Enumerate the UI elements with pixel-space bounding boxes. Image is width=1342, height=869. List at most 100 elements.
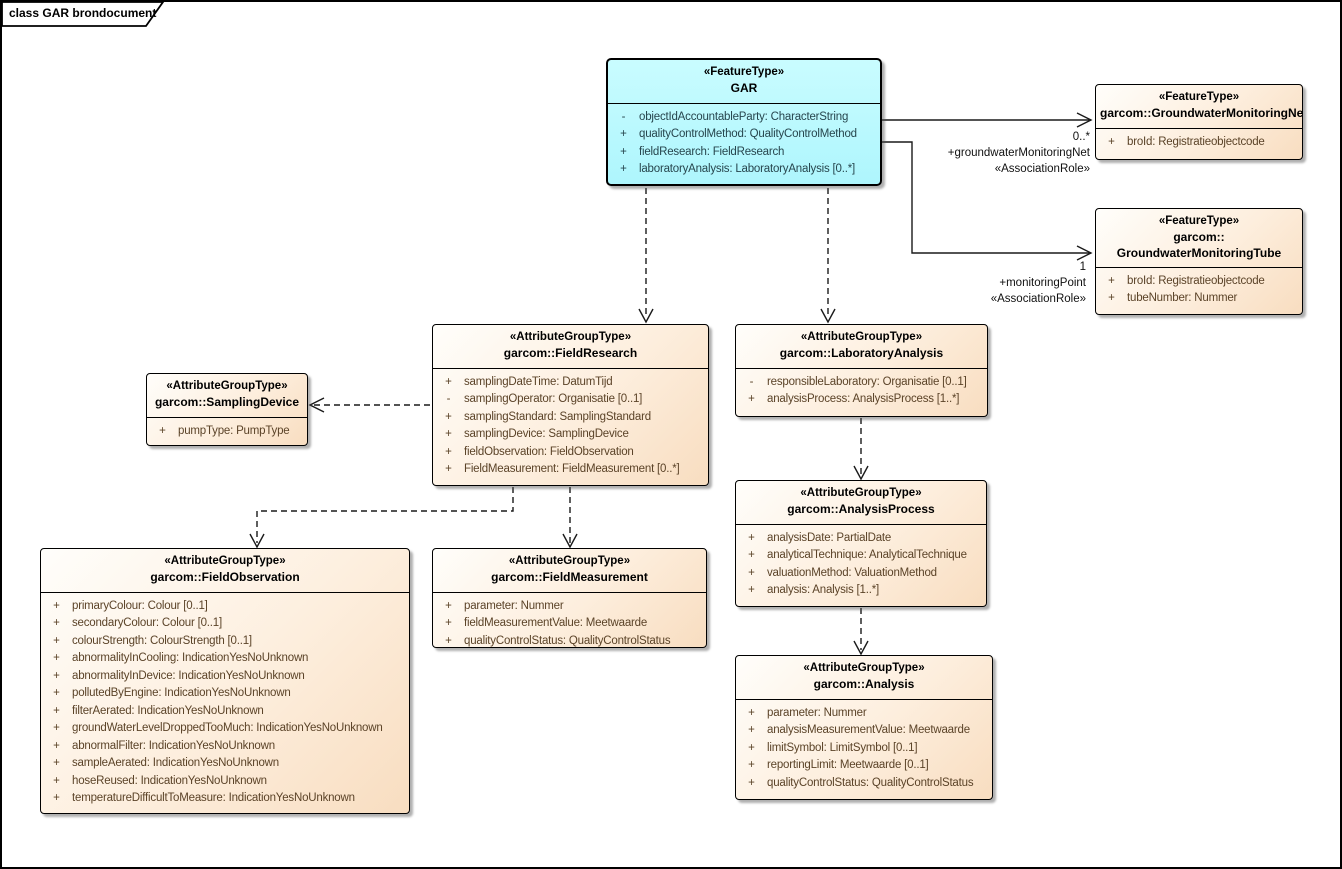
class-name: garcom::SamplingDevice bbox=[154, 395, 300, 409]
attribute-row[interactable]: +hoseReused: IndicationYesNoUnknown bbox=[41, 772, 409, 790]
class-name: garcom::FieldMeasurement bbox=[491, 570, 648, 584]
visibility-symbol: + bbox=[53, 634, 60, 647]
attribute-text: samplingOperator: Organisatie [0..1] bbox=[464, 393, 643, 406]
connector-analysisprocess-analysis[interactable] bbox=[853, 608, 869, 656]
attribute-row[interactable]: + primaryColour: Colour [0..1] bbox=[41, 597, 409, 615]
class-groundwatermonitoringnet[interactable]: «FeatureType» garcom::GroundwaterMonitor… bbox=[1095, 84, 1303, 160]
attribute-text: primaryColour: Colour [0..1] bbox=[72, 599, 208, 612]
visibility-symbol: + bbox=[445, 617, 452, 630]
attribute-text: hoseReused: IndicationYesNoUnknown bbox=[72, 774, 267, 787]
visibility-symbol: + bbox=[748, 549, 755, 562]
attribute-text: temperatureDifficultToMeasure: Indicatio… bbox=[72, 792, 355, 805]
class-groundwatermonitoringtube[interactable]: «FeatureType» garcom:: GroundwaterMonito… bbox=[1095, 208, 1303, 315]
class-fieldresearch[interactable]: «AttributeGroupType» garcom::FieldResear… bbox=[432, 324, 709, 486]
attribute-text: samplingDateTime: DatumTijd bbox=[464, 375, 613, 388]
class-header: «AttributeGroupType» garcom::Analysis bbox=[736, 656, 992, 700]
connector-gar-fieldresearch[interactable] bbox=[638, 188, 654, 324]
connector-gar-groundwatermonitoringnet[interactable] bbox=[882, 112, 1093, 128]
attribute-row[interactable]: +qualityControlStatus: QualityControlSta… bbox=[736, 774, 992, 792]
visibility-symbol: + bbox=[53, 652, 60, 665]
connector-fieldresearch-fieldobservation[interactable] bbox=[249, 487, 514, 549]
stereotype: «AttributeGroupType» bbox=[800, 487, 922, 499]
attribute-row[interactable]: +groundWaterLevelDroppedTooMuch: Indicat… bbox=[41, 720, 409, 738]
attribute-row[interactable]: +limitSymbol: LimitSymbol [0..1] bbox=[736, 739, 992, 757]
attributes-compartment: +samplingDateTime: DatumTijd-samplingOpe… bbox=[433, 369, 708, 478]
class-name: garcom::FieldObservation bbox=[150, 570, 300, 584]
class-header: «FeatureType» garcom::GroundwaterMonitor… bbox=[1096, 85, 1302, 129]
attribute-row[interactable]: +qualityControlMethod: QualityControlMet… bbox=[608, 126, 880, 144]
attribute-row[interactable]: +analyticalTechnique: AnalyticalTechniqu… bbox=[736, 547, 986, 565]
attribute-row[interactable]: +tubeNumber: Nummer bbox=[1096, 290, 1302, 308]
class-header: «FeatureType» GAR bbox=[608, 60, 880, 104]
attribute-row[interactable]: +temperatureDifficultToMeasure: Indicati… bbox=[41, 790, 409, 808]
class-header: «AttributeGroupType» garcom::SamplingDev… bbox=[147, 374, 307, 418]
stereotype: «AttributeGroupType» bbox=[803, 662, 925, 674]
attribute-row[interactable]: +broId: Registratieobjectcode bbox=[1096, 133, 1302, 151]
role-name: +groundwaterMonitoringNet bbox=[947, 147, 1090, 159]
class-analysis[interactable]: «AttributeGroupType» garcom::Analysis + p… bbox=[735, 655, 993, 800]
attribute-row[interactable]: +pumpType: PumpType bbox=[147, 422, 307, 440]
attribute-row[interactable]: +samplingStandard: SamplingStandard bbox=[433, 408, 708, 426]
attribute-text: fieldObservation: FieldObservation bbox=[464, 445, 634, 458]
attribute-text: parameter: Nummer bbox=[767, 706, 867, 719]
attribute-row[interactable]: +abnormalityInCooling: IndicationYesNoUn… bbox=[41, 650, 409, 668]
class-header: «AttributeGroupType» garcom::AnalysisPro… bbox=[736, 481, 986, 525]
attribute-row[interactable]: +fieldResearch: FieldResearch bbox=[608, 143, 880, 161]
connector-fieldresearch-samplingdevice[interactable] bbox=[308, 397, 430, 413]
attribute-row[interactable]: +sampleAerated: IndicationYesNoUnknown bbox=[41, 755, 409, 773]
attribute-row[interactable]: + analysisMeasurementValue: Meetwaarde bbox=[736, 722, 992, 740]
attribute-row[interactable]: +analysis: Analysis [1..*] bbox=[736, 582, 986, 600]
attribute-row[interactable]: + colourStrength: ColourStrength [0..1] bbox=[41, 632, 409, 650]
attribute-row[interactable]: +reportingLimit: Meetwaarde [0..1] bbox=[736, 757, 992, 775]
attribute-row[interactable]: +parameter: Nummer bbox=[433, 597, 706, 615]
attribute-row[interactable]: +filterAerated: IndicationYesNoUnknown bbox=[41, 702, 409, 720]
visibility-symbol: + bbox=[1108, 292, 1115, 305]
attribute-row[interactable]: +pollutedByEngine: IndicationYesNoUnknow… bbox=[41, 685, 409, 703]
class-name: garcom::Analysis bbox=[813, 677, 915, 691]
attribute-row[interactable]: +valuationMethod: ValuationMethod bbox=[736, 564, 986, 582]
attribute-text: abnormalFilter: IndicationYesNoUnknown bbox=[72, 739, 275, 752]
visibility-symbol: + bbox=[53, 704, 60, 717]
attribute-row[interactable]: +analysisDate: PartialDate bbox=[736, 529, 986, 547]
attribute-text: colourStrength: ColourStrength [0..1] bbox=[72, 634, 252, 647]
attributes-compartment: +broId: Registratieobjectcode+tubeNumber… bbox=[1096, 268, 1302, 307]
class-name: GAR bbox=[730, 81, 758, 95]
attribute-row[interactable]: + parameter: Nummer bbox=[736, 704, 992, 722]
visibility-symbol: + bbox=[748, 776, 755, 789]
stereotype: «AttributeGroupType» bbox=[508, 555, 631, 567]
class-fieldobservation[interactable]: «AttributeGroupType» garcom::FieldObserv… bbox=[40, 548, 410, 814]
connector-laboratoryanalysis-analysisprocess[interactable] bbox=[853, 418, 869, 481]
connector-fieldresearch-fieldmeasurement[interactable] bbox=[562, 487, 578, 549]
attribute-row[interactable]: +FieldMeasurement: FieldMeasurement [0..… bbox=[433, 461, 708, 479]
attribute-row[interactable]: +qualityControlStatus: QualityControlSta… bbox=[433, 632, 706, 647]
attribute-row[interactable]: -objectIdAccountableParty: CharacterStri… bbox=[608, 108, 880, 126]
visibility-symbol: + bbox=[53, 599, 60, 612]
class-laboratoryanalysis[interactable]: «AttributeGroupType» garcom::LaboratoryA… bbox=[735, 324, 988, 417]
connector-gar-laboratoryanalysis[interactable] bbox=[820, 188, 836, 324]
attribute-row[interactable]: +samplingDevice: SamplingDevice bbox=[433, 426, 708, 444]
attribute-row[interactable]: +broId: Registratieobjectcode bbox=[1096, 272, 1302, 290]
attribute-row[interactable]: -responsibleLaboratory: Organisatie [0..… bbox=[736, 373, 987, 391]
visibility-symbol: + bbox=[748, 706, 755, 719]
attribute-row[interactable]: +laboratoryAnalysis: LaboratoryAnalysis … bbox=[608, 161, 880, 179]
visibility-symbol: + bbox=[445, 445, 452, 458]
class-samplingdevice[interactable]: «AttributeGroupType» garcom::SamplingDev… bbox=[146, 373, 308, 446]
class-fieldmeasurement[interactable]: «AttributeGroupType» garcom::FieldMeasur… bbox=[432, 548, 707, 648]
attribute-row[interactable]: +secondaryColour: Colour [0..1] bbox=[41, 615, 409, 633]
visibility-symbol: + bbox=[620, 128, 627, 141]
multiplicity: 1 bbox=[1079, 261, 1086, 273]
attribute-row[interactable]: +analysisProcess: AnalysisProcess [1..*] bbox=[736, 391, 987, 409]
visibility-symbol: + bbox=[748, 724, 755, 737]
class-analysisprocess[interactable]: «AttributeGroupType» garcom::AnalysisPro… bbox=[735, 480, 987, 607]
attribute-row[interactable]: +samplingDateTime: DatumTijd bbox=[433, 373, 708, 391]
attribute-row[interactable]: +abnormalFilter: IndicationYesNoUnknown bbox=[41, 737, 409, 755]
attribute-row[interactable]: +abnormalityInDevice: IndicationYesNoUnk… bbox=[41, 667, 409, 685]
attribute-row[interactable]: + fieldMeasurementValue: Meetwaarde bbox=[433, 615, 706, 633]
attribute-row[interactable]: + fieldObservation: FieldObservation bbox=[433, 443, 708, 461]
attribute-text: fieldMeasurementValue: Meetwaarde bbox=[464, 617, 648, 630]
attribute-text: analysisMeasurementValue: Meetwaarde bbox=[767, 724, 970, 737]
attribute-row[interactable]: -samplingOperator: Organisatie [0..1] bbox=[433, 391, 708, 409]
class-gar[interactable]: «FeatureType» GAR -objectIdAccountablePa… bbox=[606, 58, 882, 186]
visibility-symbol: + bbox=[53, 669, 60, 682]
